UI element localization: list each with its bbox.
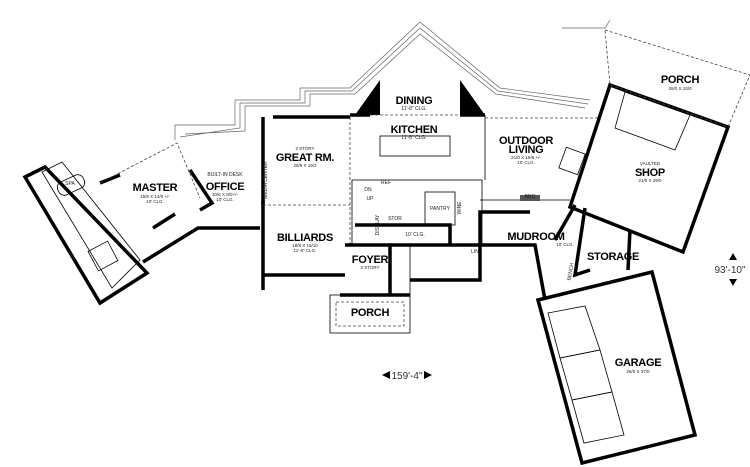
spa-label: SPA (65, 181, 75, 187)
shop-porch-label: PORCH (661, 74, 700, 86)
storage-label: STORAGE (587, 251, 639, 263)
media-center-label: MEDIA CENTER (263, 161, 269, 199)
garage-label: GARAGE (615, 357, 661, 369)
pantry-label: PANTRY (430, 206, 450, 212)
master-wing (22, 142, 260, 306)
arrow-left-icon (382, 371, 390, 379)
main-house (261, 80, 600, 334)
bench-label: BENCH (567, 262, 576, 281)
master-label: MASTER (133, 182, 178, 194)
arrow-up-icon (729, 253, 737, 260)
kitchen-label: KITCHEN (391, 124, 438, 136)
arrow-down-icon (729, 279, 737, 286)
built-in-desk-label: BUILT-IN DESK (207, 172, 243, 178)
master-clg: 10' CLG. (146, 199, 164, 204)
foyer-note: 2 STORY (360, 265, 379, 270)
outdoor-living-label-1: OUTDOOR (499, 135, 553, 147)
outdoor-living-clg: 10' CLG. (517, 160, 535, 165)
arrow-right-icon (424, 371, 432, 379)
shop-label: SHOP (635, 167, 665, 179)
roof-lines (174, 19, 611, 140)
lin-label: LIN (471, 249, 479, 255)
billiards-clg: 11'-8" CLG. (294, 248, 317, 253)
dn-label: DN (364, 187, 372, 193)
office-size: 10/6 X 8/0+/- (212, 192, 238, 197)
garage-wing (535, 207, 698, 466)
hall-clg: 10' CLG. (405, 232, 425, 238)
outdoor-living-size: 21/0 X 15/6 +/- (511, 155, 541, 160)
billiards-label: BILLIARDS (277, 232, 333, 244)
depth-dimension: 93'-10" (714, 265, 745, 276)
foyer-label: FOYER (352, 254, 389, 266)
dining-clg: 11'-8" CLG. (401, 106, 426, 112)
porch-label: PORCH (351, 307, 390, 319)
mudroom-clg: 10' CLG. (556, 242, 574, 247)
shop-porch-size: 26/0 X 10/0 (668, 86, 692, 91)
shop-note: VAULTED (640, 161, 661, 166)
master-size: 15/8 X 14/0 +/- (140, 194, 170, 199)
wine-label: WINE (457, 201, 463, 215)
mudroom-label: MUDROOM (507, 231, 564, 243)
display-label: DISPLAY (375, 214, 381, 235)
great-room-size: 25/8 X 19/2 (293, 163, 317, 168)
stor-label: STOR (388, 216, 402, 222)
office-label: OFFICE (206, 181, 245, 193)
billiards-size: 18/8 X 15/10 (292, 243, 318, 248)
dining-label: DINING (396, 95, 433, 107)
outdoor-living-label-2: LIVING (509, 144, 544, 156)
shop-wing (558, 29, 750, 255)
great-room-note: 2 STORY (295, 146, 314, 151)
up-label: UP (367, 196, 375, 202)
width-dimension: 159'-4" (391, 371, 422, 382)
great-room-label: GREAT RM. (276, 152, 334, 164)
kitchen-clg: 11'-8" CLG. (401, 135, 426, 141)
garage-size: 26/0 X 37/0 (626, 369, 650, 374)
ref-label: REF (381, 180, 391, 186)
shop-size: 21/0 X 29/0 (638, 178, 662, 183)
office-clg: 10' CLG. (216, 197, 234, 202)
bbq-label: BBQ (525, 194, 536, 200)
